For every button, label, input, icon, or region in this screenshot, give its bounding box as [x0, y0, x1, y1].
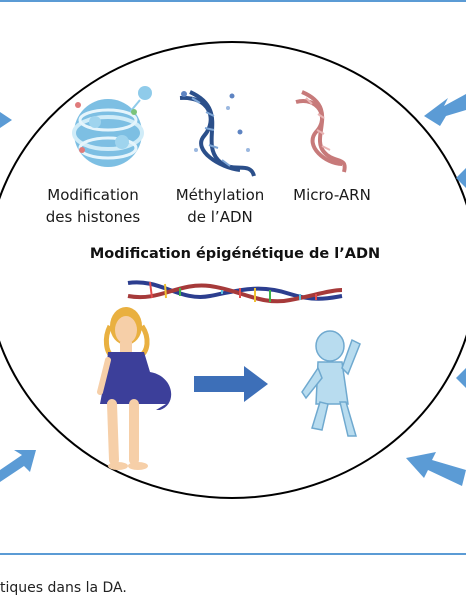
outer-arrow-right-mid-lower [456, 368, 466, 388]
bottom-rule [0, 553, 466, 555]
outer-arrow-left-bottom [0, 450, 36, 482]
micro-rna-icon [295, 90, 347, 173]
figure-caption: tiques dans la DA. [0, 580, 127, 596]
label-dna-methylation: Méthylation de l’ADN [160, 184, 280, 228]
label-methylation-line-2: de l’ADN [187, 208, 253, 226]
dna-helix-icon [127, 280, 343, 304]
dna-methylation-icon [179, 90, 256, 177]
outer-arrow-left-top [0, 112, 12, 128]
outer-arrow-right-mid-upper [456, 168, 466, 188]
baby-icon [301, 330, 361, 437]
main-circle [0, 41, 466, 499]
label-histone-modification: Modification des histones [28, 184, 158, 228]
diagram-heading: Modification épigénétique de l’ADN [89, 246, 381, 262]
outer-arrow-right-top [424, 94, 466, 126]
top-rule [0, 0, 466, 2]
label-histone-line-2: des histones [45, 208, 141, 226]
label-micro-rna: Micro-ARN [282, 184, 382, 206]
center-arrow [194, 366, 268, 402]
pregnant-woman-icon [97, 307, 172, 470]
label-methylation-line-1: Méthylation [175, 186, 265, 204]
histone-icon [72, 86, 152, 167]
label-histone-line-1: Modification [47, 186, 139, 204]
label-micro-rna-text: Micro-ARN [293, 186, 371, 204]
outer-arrow-right-bottom [406, 452, 466, 486]
